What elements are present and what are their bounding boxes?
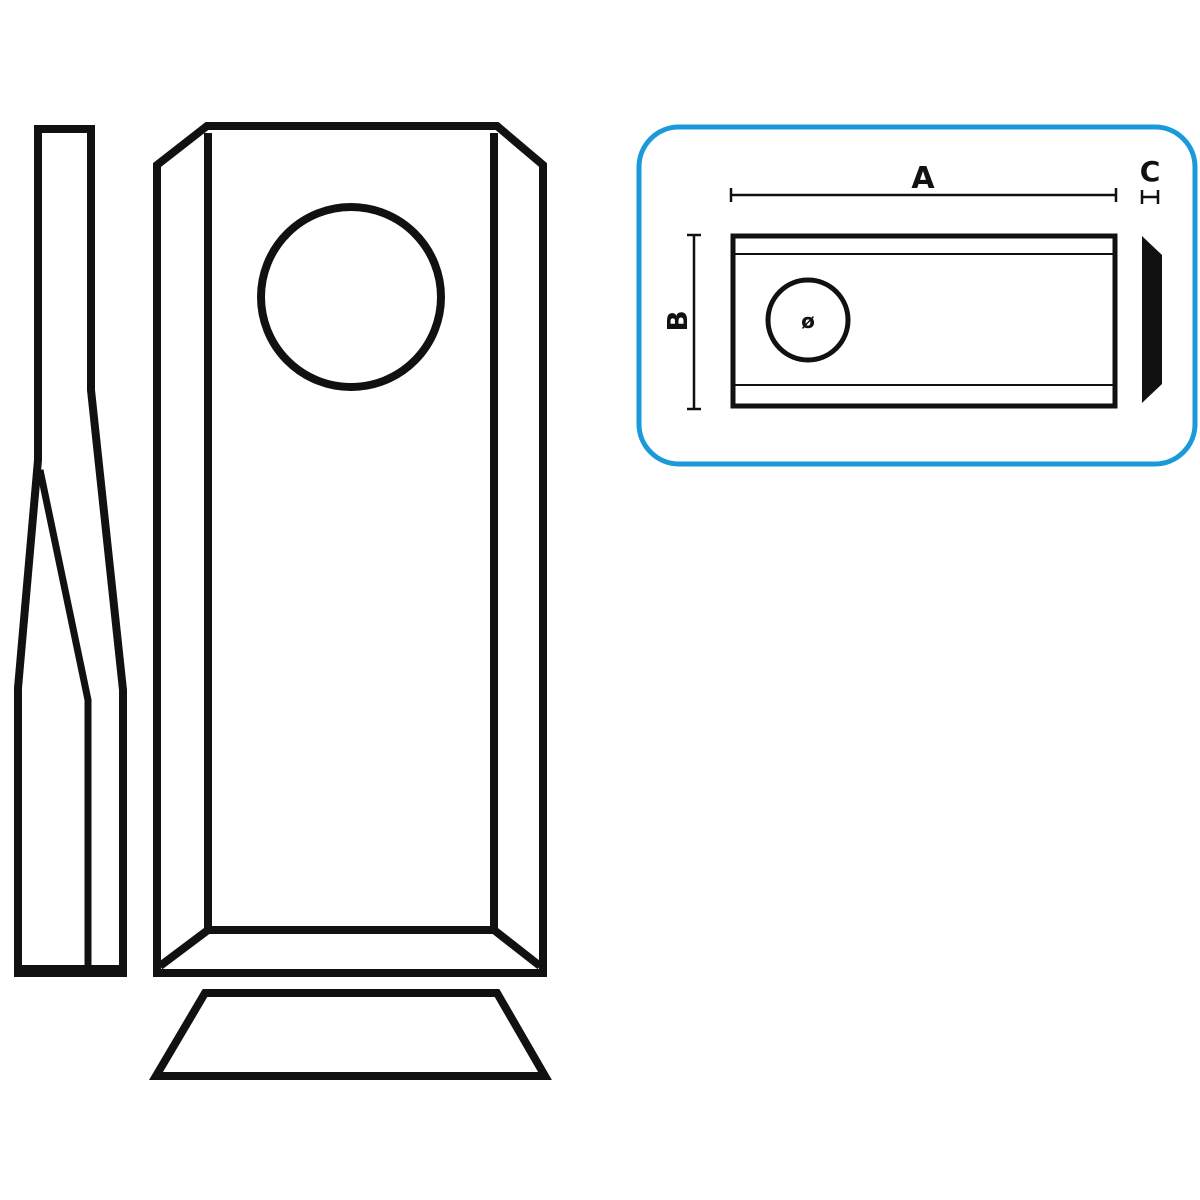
label-c: C — [1140, 155, 1161, 188]
dimension-c-line — [1140, 190, 1160, 204]
legend-blade — [730, 233, 1118, 409]
dimension-a-line — [729, 188, 1118, 202]
blade-front-view — [153, 122, 547, 977]
legend-blade-profile — [1142, 236, 1162, 403]
dimensions-legend-box: A C B ø — [636, 124, 1198, 467]
label-a: A — [911, 161, 935, 196]
legend-frame — [636, 124, 1198, 467]
label-b: B — [661, 310, 694, 331]
legend-hole — [765, 277, 851, 363]
dimension-b-line — [687, 233, 701, 411]
mounting-hole — [257, 203, 445, 391]
label-diameter: ø — [801, 309, 815, 333]
blade-edge-view — [148, 989, 552, 1080]
blade-side-profile — [14, 125, 127, 977]
